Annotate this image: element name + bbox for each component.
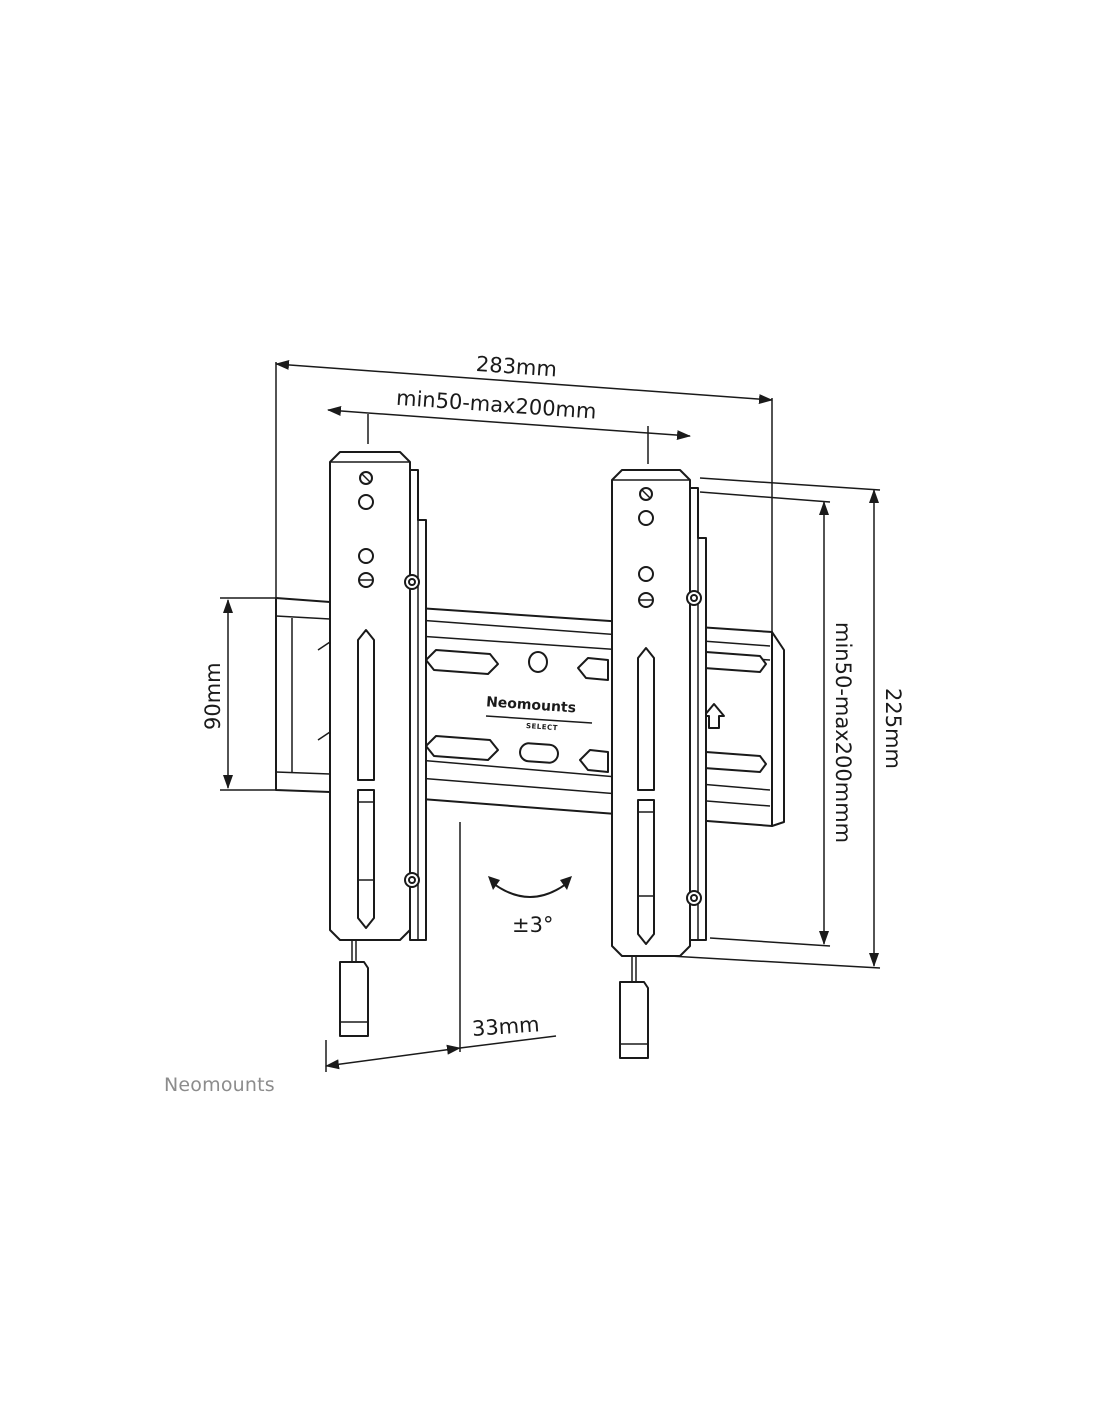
dimension-overall-width: 283mm — [275, 352, 773, 632]
dimension-rail-height-label: 90mm — [201, 662, 225, 730]
brand-footer: Neomounts — [164, 1074, 275, 1096]
tilt-arrows-icon — [488, 876, 572, 898]
dimension-hole-spacing-vertical: min50-max200mmm — [699, 491, 855, 947]
dimension-overall-height-label: 225mm — [881, 688, 905, 769]
dimension-hole-spacing-vertical-label: min50-max200mmm — [831, 622, 855, 843]
dimension-wall-distance-label: 33mm — [471, 1012, 540, 1041]
dimension-wall-distance: 33mm — [325, 822, 557, 1072]
dimension-overall-width-label: 283mm — [475, 352, 557, 382]
dimension-hole-spacing-horizontal: min50-max200mm — [327, 386, 691, 464]
product-logo-line: SELECT — [526, 722, 558, 732]
right-arm — [611, 469, 707, 1059]
dimension-overall-height: 225mm — [669, 477, 905, 969]
dimension-hole-spacing-horizontal-label: min50-max200mm — [395, 386, 597, 424]
product-logo-name: Neomounts — [486, 694, 577, 716]
product-logo: Neomounts SELECT — [486, 694, 593, 732]
left-arm — [329, 451, 427, 1037]
dimension-rail-height: 90mm — [201, 597, 276, 791]
tilt-label: ±3° — [512, 913, 553, 937]
